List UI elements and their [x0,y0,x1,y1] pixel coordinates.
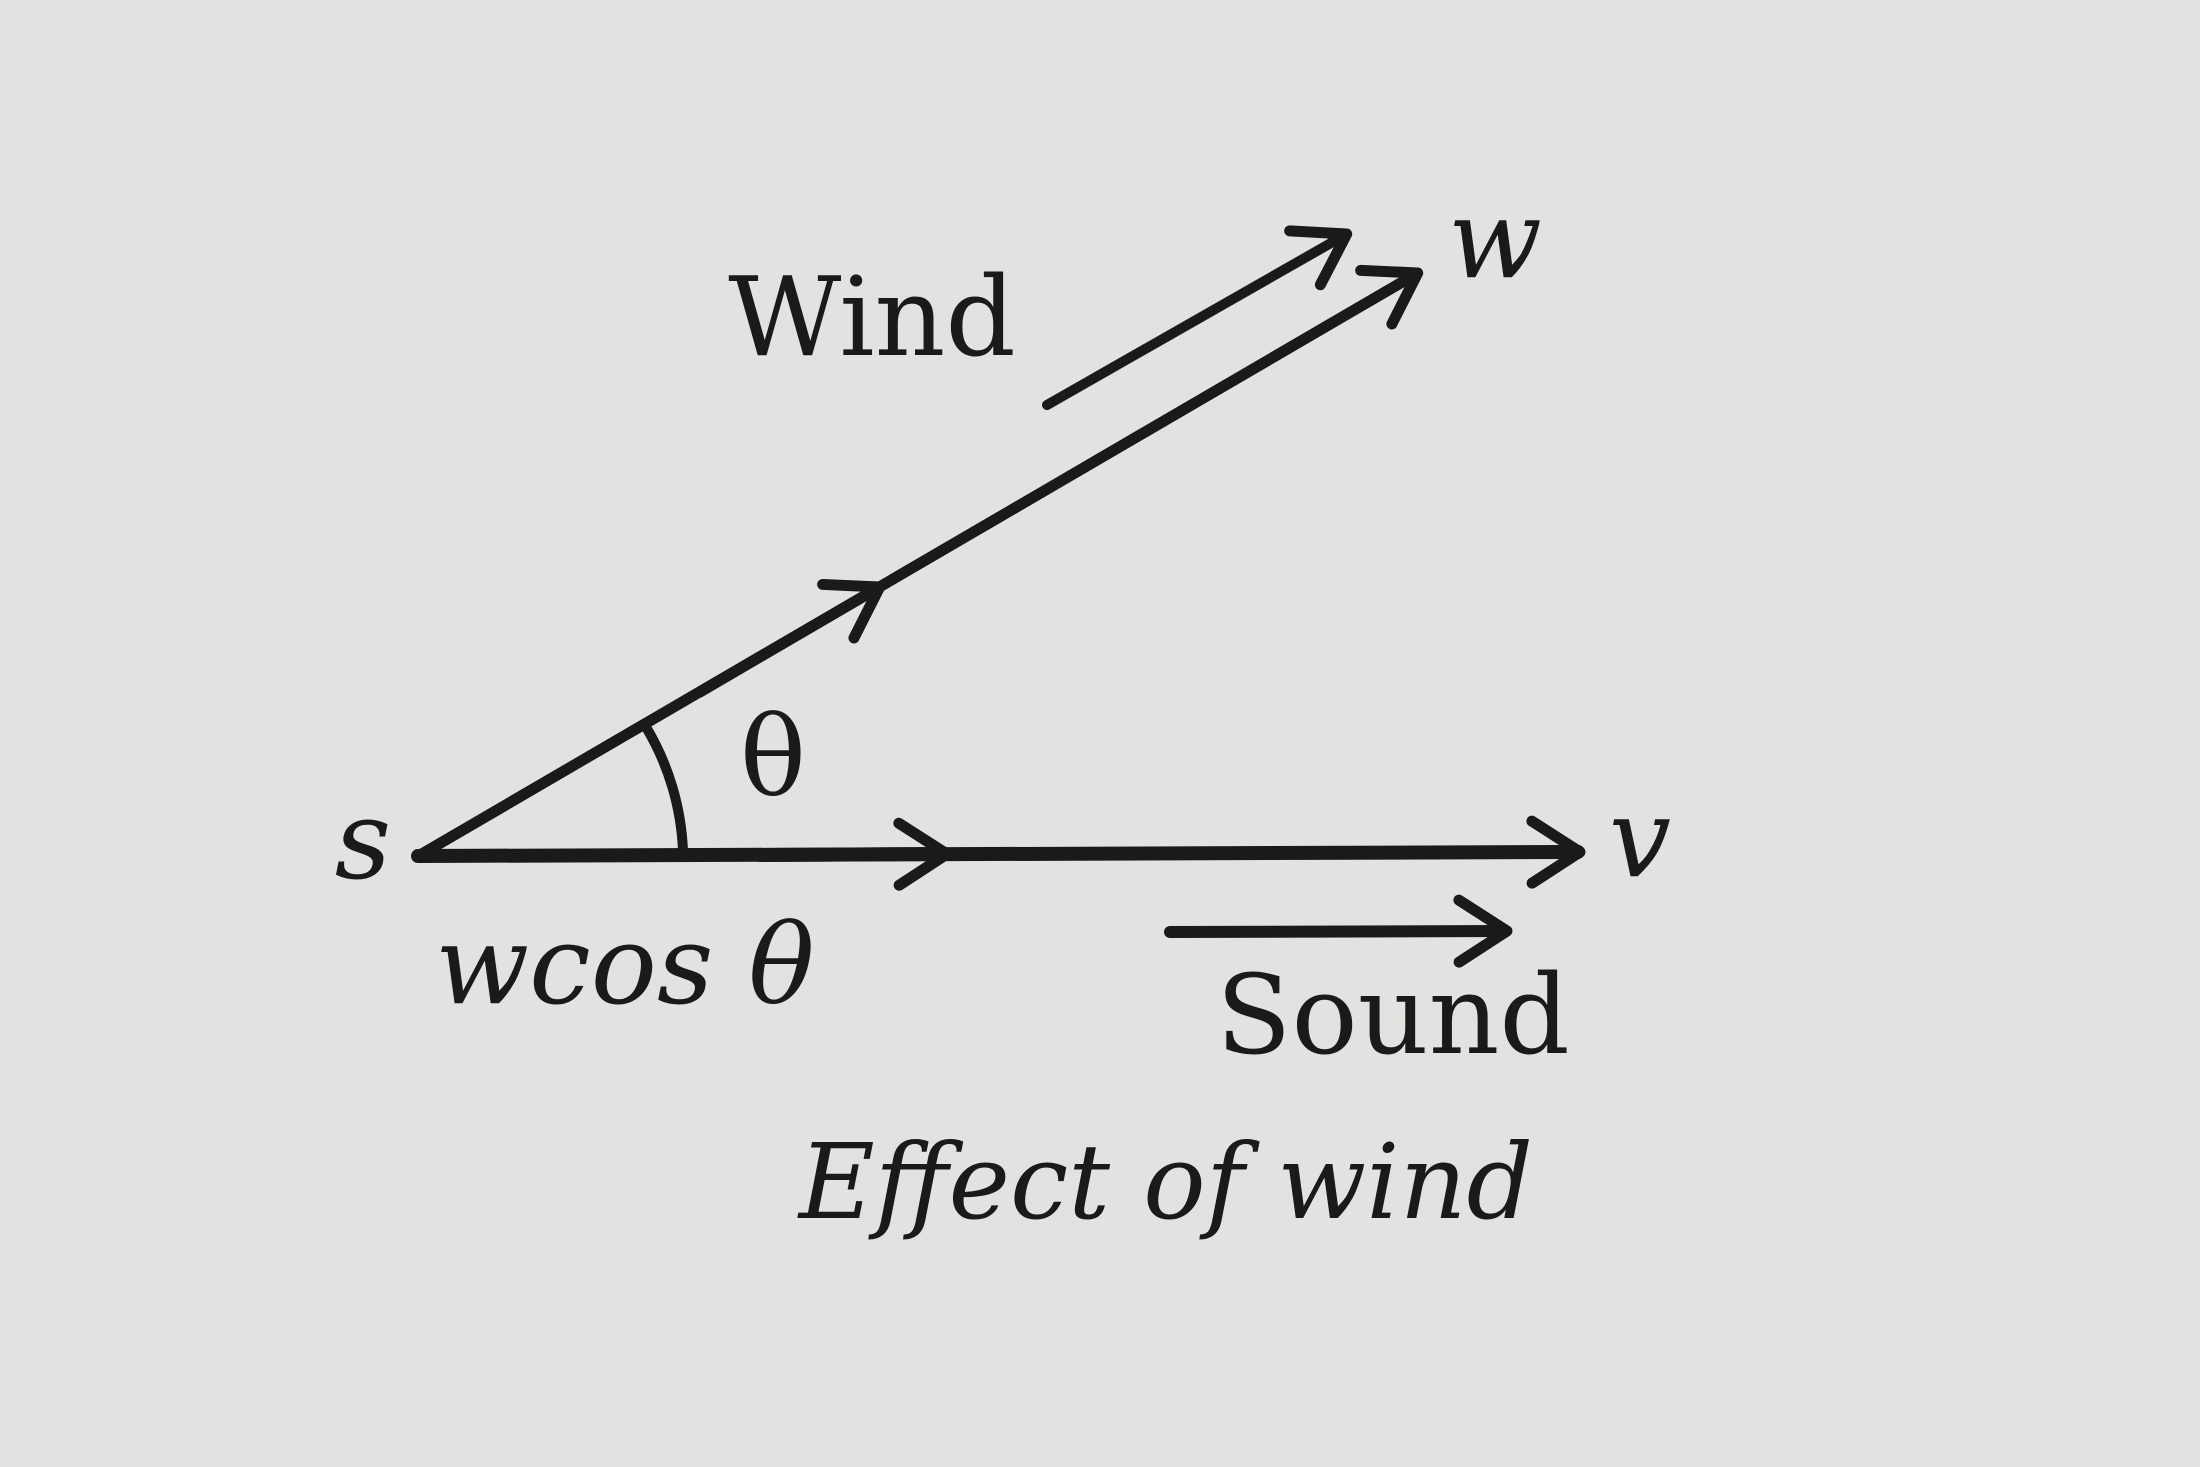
effect-of-wind-figure: Wind w s v θ wcos θ Sound Effect of wind [0,0,2200,1467]
grain-texture-overlay [0,0,2200,1467]
diagram-canvas: Wind w s v θ wcos θ Sound Effect of wind [0,0,2200,1467]
